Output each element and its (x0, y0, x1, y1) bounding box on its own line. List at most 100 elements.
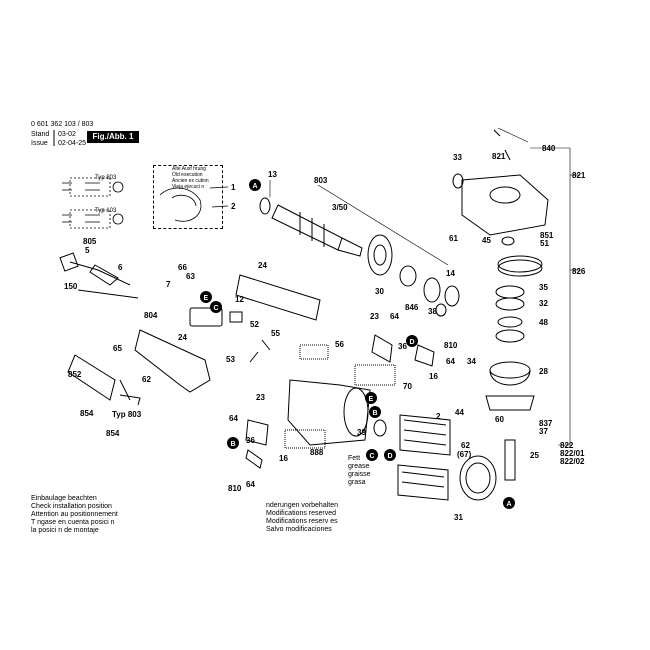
part-label: 28 (539, 367, 548, 376)
part-label: 64 (229, 414, 238, 423)
part-label: 64 (246, 480, 255, 489)
old-execution-note-3: Ancien ex cution (172, 178, 209, 184)
callout-e-1: E (200, 291, 212, 303)
issue-label: Issue (31, 140, 48, 147)
svg-text:D: D (410, 339, 415, 346)
installation-note-1: Einbaulage beachten (31, 495, 97, 502)
rear-handle (134, 329, 211, 393)
wiring-schematic-a (62, 177, 124, 197)
part-label: 60 (495, 415, 504, 424)
part-label: 24 (258, 261, 267, 270)
part-number: 0 601 362 103 / 803 (31, 121, 94, 128)
part-label: 846 (405, 303, 419, 312)
svg-text:C: C (370, 453, 375, 460)
gear-head-housing (452, 129, 549, 277)
part-label: (67) (457, 450, 472, 459)
part-label: 65 (113, 344, 122, 353)
part-label: 5 (85, 246, 90, 255)
part-label: 38 (428, 307, 437, 316)
modification-note-4: Salvo modificaciones (266, 526, 332, 533)
callout-d-2: D (384, 449, 396, 461)
part-label: 854 (80, 409, 94, 418)
part-label: 39 (357, 428, 366, 437)
modification-note-2: Modifications reserved (266, 510, 337, 517)
part-label: 822/02 (560, 457, 585, 466)
part-label: 14 (446, 269, 455, 278)
callout-c-2: C (366, 449, 378, 461)
svg-text:E: E (204, 295, 209, 302)
typ-803-label: Typ 803 (112, 410, 142, 419)
part-label: 25 (530, 451, 539, 460)
part-label: 34 (467, 357, 476, 366)
svg-text:D: D (388, 453, 393, 460)
part-label: 64 (390, 312, 399, 321)
part-label: 822 (560, 441, 574, 450)
spindle-stack (485, 285, 535, 481)
installation-note-5: la posici n de montaje (31, 527, 99, 534)
part-label: 23 (370, 312, 379, 321)
brush-holder (245, 334, 435, 469)
part-label: 61 (449, 234, 458, 243)
part-label: 66 (178, 263, 187, 272)
part-label: 803 (314, 176, 328, 185)
callout-c-1: C (210, 301, 222, 313)
grease-note-4: grasa (348, 479, 366, 486)
part-label: 6 (118, 263, 123, 272)
part-label: 36 (246, 436, 255, 445)
ref-1: 1 (231, 183, 236, 192)
installation-note-2: Check installation position (31, 503, 112, 510)
part-label: 2 (436, 412, 441, 421)
grease-note-1: Fett (348, 455, 361, 462)
wiring-detail-box (153, 165, 223, 229)
part-label: 52 (250, 320, 259, 329)
callout-a-1: A (249, 179, 261, 191)
svg-text:B: B (231, 441, 236, 448)
grease-note-3: graisse (348, 471, 371, 478)
switch-assembly (77, 264, 321, 363)
motor-housing (284, 344, 396, 449)
part-label: 12 (235, 295, 244, 304)
svg-text:A: A (253, 183, 258, 190)
leader-lines (269, 127, 580, 446)
part-label: 150 (64, 282, 78, 291)
part-label: 13 (268, 170, 277, 179)
part-label: 837 (539, 419, 553, 428)
stand-label: Stand (31, 131, 50, 138)
part-label: 16 (429, 372, 438, 381)
ref-2: 2 (231, 202, 236, 211)
part-label: 51 (540, 239, 549, 248)
part-label: 24 (178, 333, 187, 342)
part-label: 44 (455, 408, 464, 417)
part-label: 840 (542, 144, 556, 153)
part-label: 70 (403, 382, 412, 391)
old-execution-note-1: Alte Ausf hrung (172, 166, 206, 172)
installation-note-4: T ngase en cuenta posici n (31, 519, 115, 526)
part-label: 33 (453, 153, 462, 162)
part-label: 32 (539, 299, 548, 308)
callout-b-1: B (369, 406, 381, 418)
figure-label: Fig./Abb. 1 (87, 131, 139, 143)
part-label: 826 (572, 267, 586, 276)
part-label: 7 (166, 280, 171, 289)
part-label: 56 (335, 340, 344, 349)
callout-a-2: A (503, 497, 515, 509)
old-wiring-coil (159, 186, 229, 222)
side-handle (67, 354, 141, 406)
old-execution-note-2: Old execution (172, 172, 203, 178)
grease-note-2: grease (348, 463, 370, 470)
wiring-schematic-b (62, 209, 124, 229)
type-a-label: Typ 803 (95, 175, 117, 181)
part-label: 62 (142, 375, 151, 384)
issue-value: 02-04-25 (58, 140, 87, 147)
part-label: 62 (461, 441, 470, 450)
old-execution-note-4: Vieja ejecuci n (172, 184, 205, 190)
part-label: 63 (186, 272, 195, 281)
part-label: 3/50 (332, 203, 348, 212)
part-label: 45 (482, 236, 491, 245)
part-label: 821 (492, 152, 506, 161)
installation-note-3: Attention au positionnement (31, 511, 118, 518)
part-label: 822/01 (560, 449, 585, 458)
type-b-label: Typ 103 (95, 208, 117, 214)
part-label: 55 (271, 329, 280, 338)
